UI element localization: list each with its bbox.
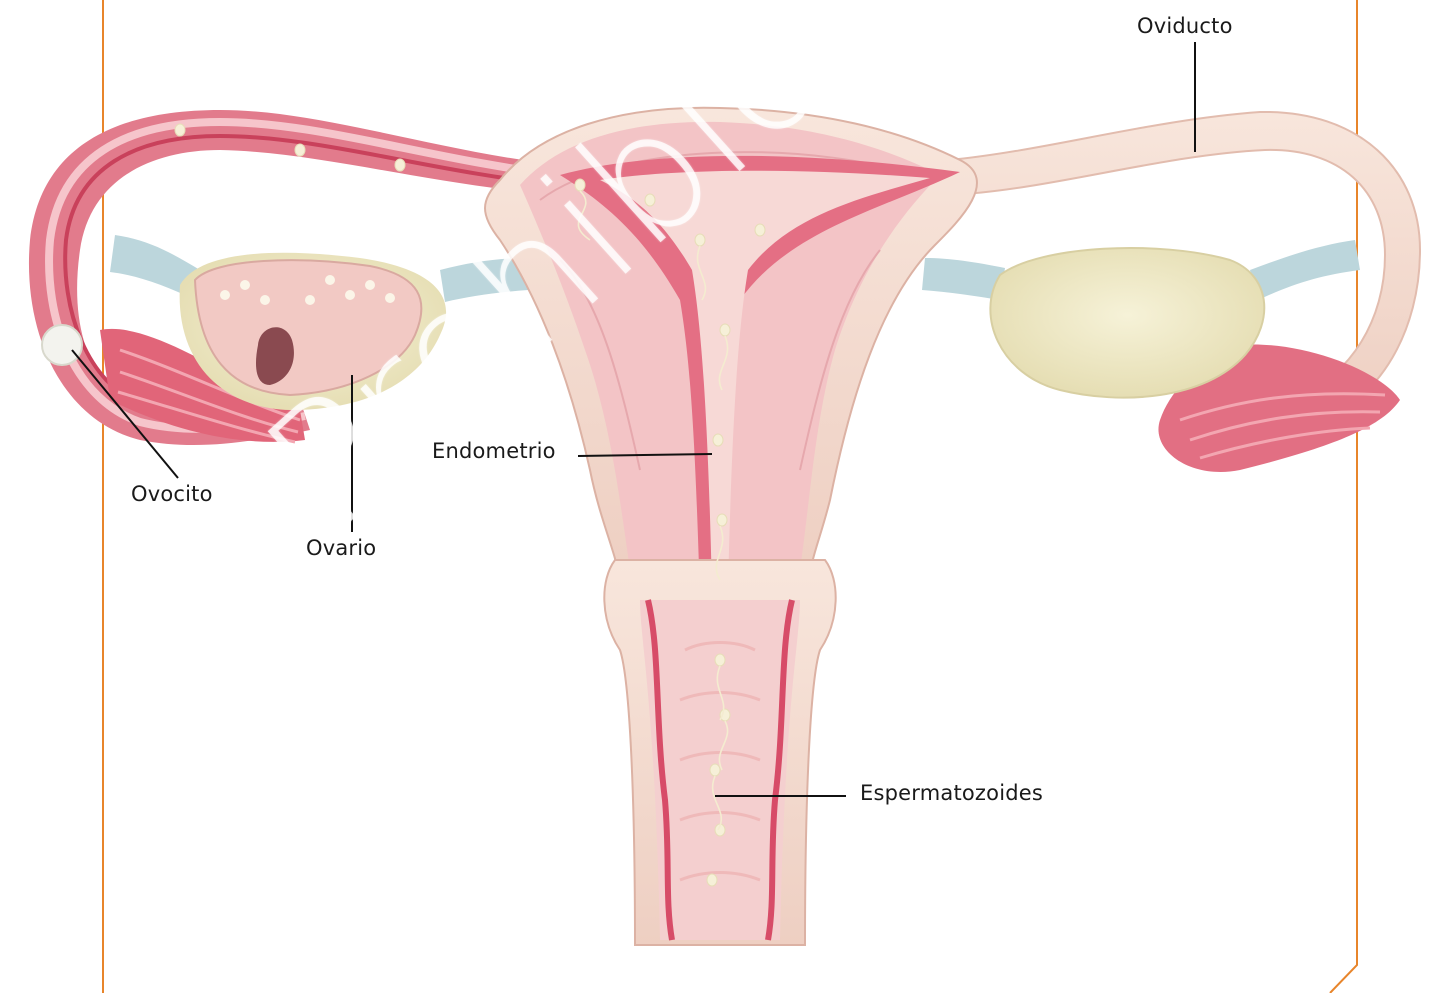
label-oviducto: Oviducto — [1137, 14, 1233, 38]
label-espermatozoides: Espermatozoides — [860, 781, 1043, 805]
label-endometrio: Endometrio — [432, 439, 556, 463]
label-ovocito: Ovocito — [131, 482, 213, 506]
left-ovary — [180, 253, 446, 410]
oocyte — [42, 325, 82, 365]
uterus-body — [485, 108, 977, 600]
label-ovario: Ovario — [306, 536, 376, 560]
